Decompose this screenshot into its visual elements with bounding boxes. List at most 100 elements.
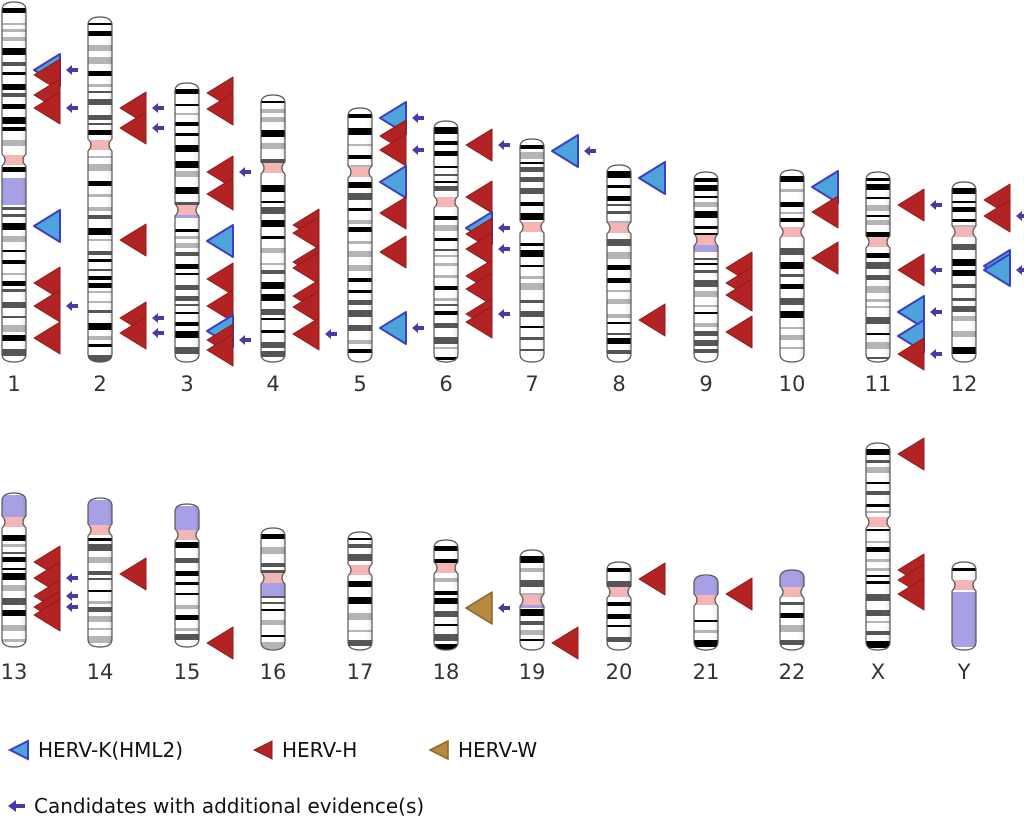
- herv-h-marker-chr2: [119, 223, 147, 257]
- evidence-arrow-icon: [498, 140, 510, 150]
- chromosome-label-1: 1: [7, 372, 21, 396]
- herv-h-marker-chr21: [725, 577, 753, 611]
- herv-k-marker-chr3: [206, 224, 234, 258]
- chromosome-label-3: 3: [180, 372, 194, 396]
- herv-h-marker-chr2: [119, 111, 164, 145]
- herv-k-marker-chr8: [638, 161, 666, 195]
- evidence-arrow-icon: [930, 307, 942, 317]
- chromosome-2: [87, 16, 113, 363]
- chromosome-label-11: 11: [864, 372, 892, 396]
- herv-h-marker-chr6: [465, 232, 510, 266]
- herv-h-marker-chr13: [33, 598, 61, 632]
- evidence-arrow-icon: [1016, 265, 1024, 275]
- chromosome-7: [519, 138, 545, 363]
- herv-h-marker-chr3: [206, 92, 234, 126]
- chromosome-label-20: 20: [605, 660, 633, 684]
- herv-h-marker-chr12: [983, 199, 1024, 233]
- chromosome-label-4: 4: [266, 372, 280, 396]
- herv-k-marker-chr10: [811, 170, 839, 204]
- legend-herv-w-label: HERV-W: [458, 738, 538, 762]
- herv-h-marker-chr6: [465, 180, 493, 214]
- evidence-arrow-icon: [498, 603, 510, 613]
- herv-h-marker-chr3: [206, 177, 234, 211]
- evidence-arrow-icon: [66, 573, 78, 583]
- chromosome-label-X: X: [870, 660, 886, 684]
- chromosome-14: [87, 497, 113, 648]
- evidence-arrow-icon: [66, 65, 78, 75]
- chromosome-label-12: 12: [950, 372, 978, 396]
- herv-h-marker-chr4: [292, 290, 320, 324]
- chromosome-label-18: 18: [432, 660, 460, 684]
- herv-h-marker-chrX: [897, 437, 925, 471]
- evidence-arrow-icon: [66, 591, 78, 601]
- chromosome-label-10: 10: [778, 372, 806, 396]
- chromosome-20: [606, 561, 632, 651]
- herv-h-marker-chr6: [465, 272, 493, 306]
- chromosome-label-15: 15: [173, 660, 201, 684]
- evidence-arrow-icon: [152, 123, 164, 133]
- herv-k-marker-chr5: [379, 311, 424, 345]
- herv-h-marker-chr8: [638, 303, 666, 337]
- chromosome-label-19: 19: [518, 660, 546, 684]
- evidence-arrow-icon: [325, 329, 337, 339]
- chromosome-19: [519, 549, 545, 651]
- herv-h-marker-chr1: [33, 289, 78, 323]
- herv-h-marker-chr9: [725, 315, 753, 349]
- chromosome-label-6: 6: [439, 372, 453, 396]
- chromosome-15: [174, 503, 200, 648]
- chromosome-label-17: 17: [346, 660, 374, 684]
- herv-h-marker-chr1: [33, 91, 78, 125]
- purple-left-arrow-icon: [8, 800, 25, 812]
- herv-h-marker-chr9: [725, 278, 753, 312]
- evidence-arrow-icon: [930, 200, 942, 210]
- herv-h-marker-chr6: [465, 128, 510, 162]
- herv-h-marker-chr5: [379, 235, 407, 269]
- chromosome-label-2: 2: [93, 372, 107, 396]
- herv-markers: [33, 53, 1024, 660]
- red-left-triangle-icon: [252, 740, 273, 760]
- chromosome-12: [951, 181, 977, 363]
- chromosome-label-14: 14: [86, 660, 114, 684]
- chromosome-label-8: 8: [612, 372, 626, 396]
- herv-h-marker-chr5: [379, 196, 407, 230]
- evidence-arrow-icon: [412, 323, 424, 333]
- chromosome-label-13: 13: [0, 660, 28, 684]
- evidence-arrow-icon: [498, 309, 510, 319]
- chromosome-9: [693, 171, 719, 363]
- herv-h-marker-chr4: [292, 251, 320, 285]
- evidence-arrow-icon: [1016, 211, 1024, 221]
- evidence-arrow-icon: [66, 103, 78, 113]
- evidence-arrow-icon: [66, 602, 78, 612]
- herv-k-marker-chr5: [379, 165, 407, 199]
- chromosome-Y: [951, 561, 977, 651]
- chromosome-17: [347, 531, 373, 651]
- chromosome-3: [174, 82, 200, 363]
- evidence-arrow-icon: [412, 113, 424, 123]
- evidence-arrow-icon: [584, 146, 596, 156]
- chromosome-22: [779, 569, 805, 651]
- herv-h-marker-chr20: [638, 562, 666, 596]
- evidence-arrow-icon: [152, 103, 164, 113]
- herv-h-marker-chrX: [897, 577, 925, 611]
- chromosome-label-16: 16: [259, 660, 287, 684]
- herv-k-marker-chr12: [983, 253, 1024, 287]
- chromosome-10: [779, 169, 805, 363]
- herv-h-marker-chr4: [292, 317, 337, 351]
- evidence-arrow-icon: [498, 223, 510, 233]
- legend-herv-w: HERV-W: [428, 738, 537, 762]
- chromosome-4: [260, 94, 286, 363]
- herv-h-marker-chr3: [206, 262, 234, 296]
- herv-h-marker-chr19: [551, 626, 579, 660]
- herv-h-marker-chr11: [897, 337, 942, 371]
- chromosome-X: [865, 442, 891, 651]
- legend-evidence-label: Candidates with additional evidence(s): [34, 794, 425, 818]
- herv-h-marker-chr3: [206, 333, 234, 367]
- evidence-arrow-icon: [239, 167, 251, 177]
- chromosome-16: [260, 527, 286, 651]
- chromosome-label-21: 21: [692, 660, 720, 684]
- herv-h-marker-chr11: [897, 253, 942, 287]
- herv-h-marker-chr3: [206, 155, 251, 189]
- evidence-arrow-icon: [930, 349, 942, 359]
- herv-h-marker-chr4: [292, 216, 320, 250]
